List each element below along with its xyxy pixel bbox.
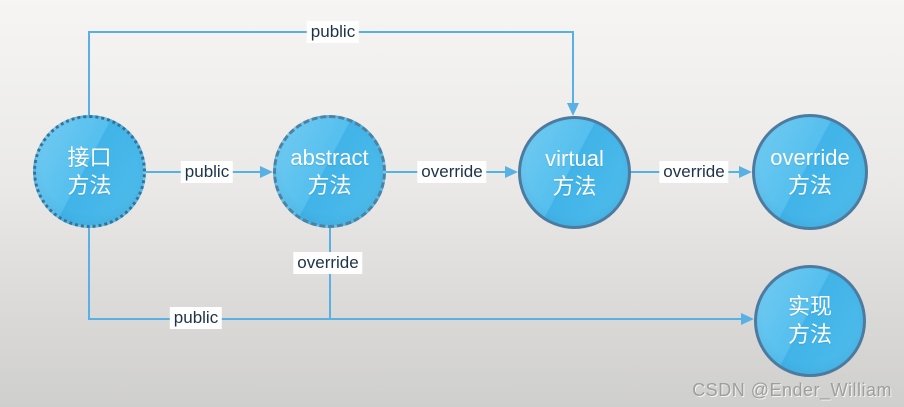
watermark-text: CSDN @Ender_William: [692, 380, 892, 400]
arrowhead-right-icon: [741, 313, 754, 325]
arrowhead-right-icon: [739, 166, 752, 178]
edge-interface-down-segment: [88, 228, 90, 320]
node-label-line: 方法: [307, 172, 352, 198]
node-label-line: 方法: [787, 173, 832, 198]
edge-bottom-horizontal-segment: [88, 318, 741, 320]
node-label-line: 实现: [787, 294, 832, 319]
node-implementation-method: 实现 方法: [754, 265, 866, 377]
node-virtual-method: virtual 方法: [518, 116, 631, 229]
edge-label-override-virtual-override: override: [659, 161, 729, 183]
edge-label-public-top: public: [306, 21, 360, 43]
node-label-line: virtual: [545, 145, 604, 171]
edge-label-override-abstract-virtual: override: [417, 161, 487, 183]
node-label-line: override: [770, 145, 850, 170]
node-interface-method: 接口 方法: [33, 115, 146, 228]
edge-interface-up-segment: [88, 32, 90, 115]
arrowhead-right-icon: [505, 166, 518, 178]
arrowhead-right-icon: [260, 166, 273, 178]
node-abstract-method: abstract 方法: [273, 115, 386, 228]
edge-down-to-virtual-segment: [572, 31, 574, 104]
node-label-line: 方法: [67, 172, 112, 198]
edge-label-override-abstract-down: override: [293, 252, 363, 274]
edge-label-public-bottom: public: [169, 307, 223, 329]
node-override-method: override 方法: [752, 114, 868, 230]
arrowhead-down-icon: [567, 103, 579, 116]
node-label-line: abstract: [290, 144, 369, 170]
edge-label-public-mid: public: [180, 161, 234, 183]
node-label-line: 方法: [787, 322, 832, 347]
node-label-line: 接口: [67, 144, 112, 170]
node-label-line: 方法: [552, 173, 597, 199]
